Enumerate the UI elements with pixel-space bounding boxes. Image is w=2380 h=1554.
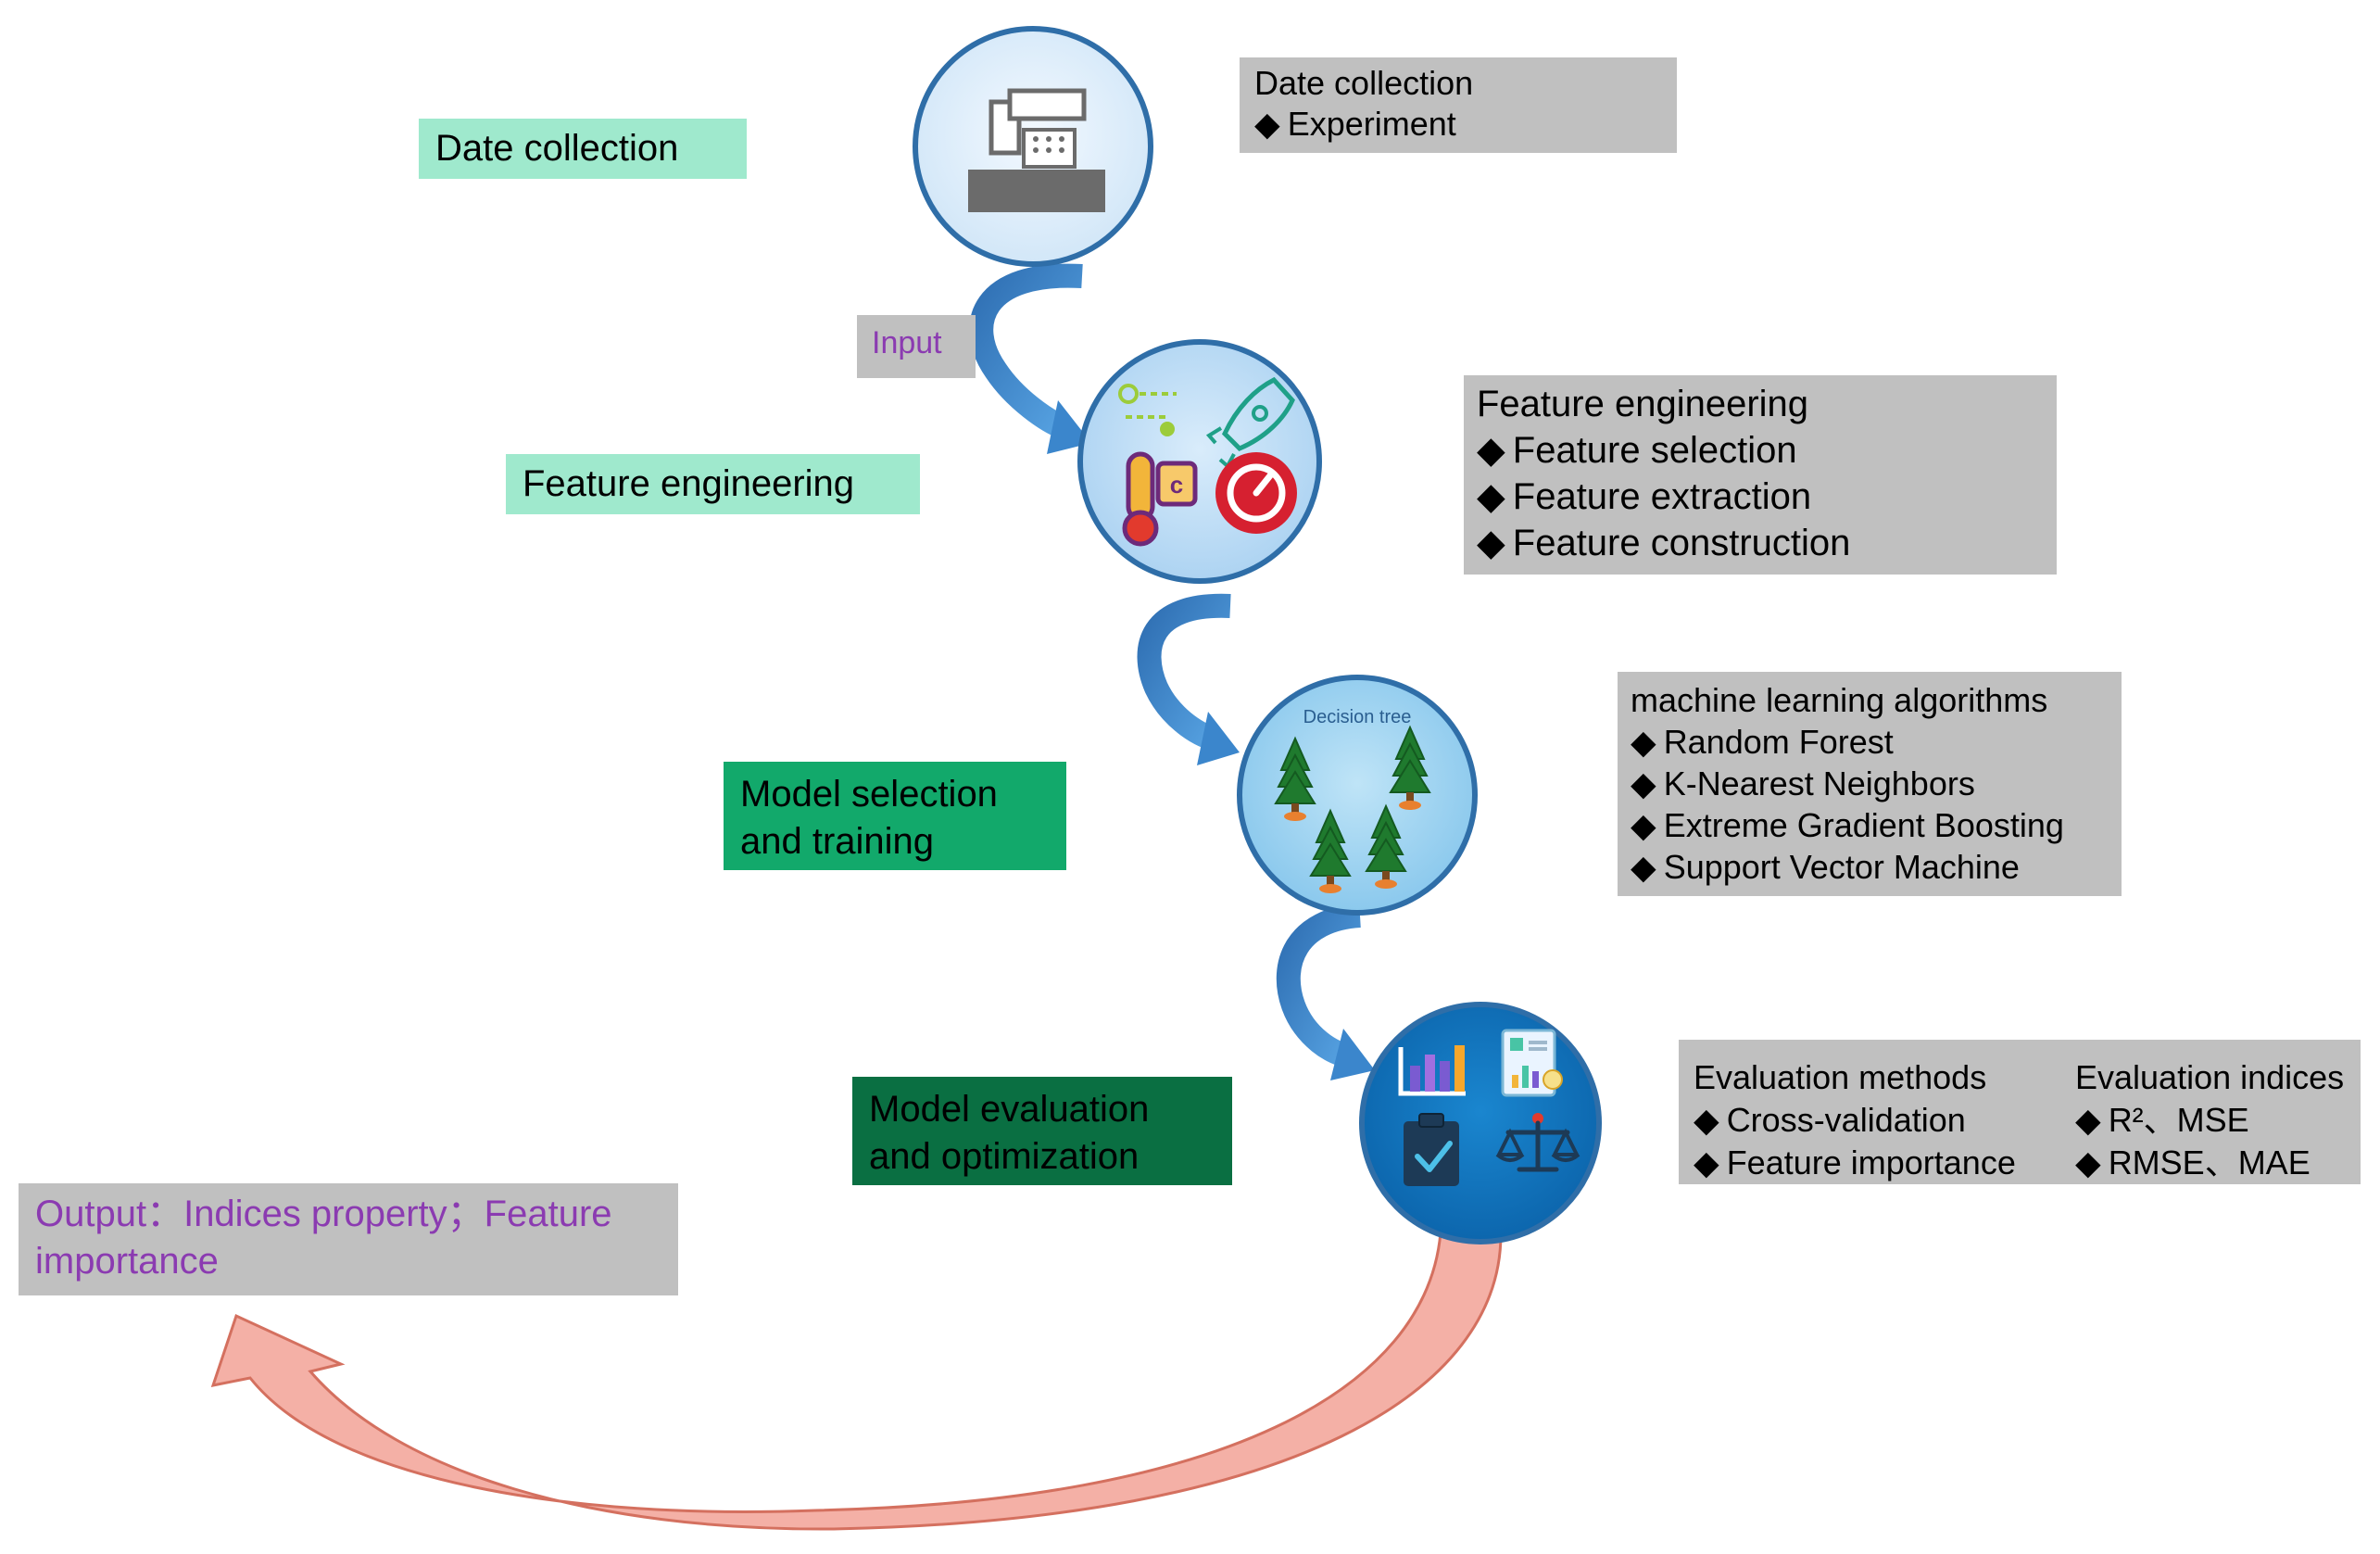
info-box-item: ◆Experiment — [1254, 104, 1677, 145]
circle-feature-engineering: c — [1077, 339, 1322, 584]
output-tag: Output：Indices property；Feature importan… — [19, 1183, 678, 1295]
info-box-item: ◆RMSE、MAE — [2075, 1142, 2344, 1184]
info-box-title: machine learning algorithms — [1631, 681, 2048, 719]
diamond-bullet-icon: ◆ — [1694, 1143, 1719, 1181]
pine-tree-icon — [1309, 808, 1352, 893]
info-box-evaluation: Evaluation methods ◆Cross-validation ◆Fe… — [1679, 1040, 2361, 1184]
output-arrow — [210, 1231, 1503, 1531]
diamond-bullet-icon: ◆ — [2075, 1143, 2101, 1181]
info-box-item-text: Feature construction — [1512, 523, 1851, 563]
diamond-bullet-icon: ◆ — [1631, 848, 1656, 886]
info-box-item-text: Support Vector Machine — [1663, 848, 2020, 886]
pine-tree-icon — [1274, 736, 1316, 821]
info-box-item: ◆Extreme Gradient Boosting — [1631, 804, 2122, 846]
info-box-item-text: Random Forest — [1663, 723, 1894, 761]
info-box-item: ◆Feature construction — [1477, 520, 2057, 566]
info-box-item: ◆Random Forest — [1631, 721, 2122, 763]
diamond-bullet-icon: ◆ — [1631, 723, 1656, 761]
pine-tree-icon — [1389, 725, 1431, 810]
evaluation-indices-title: Evaluation indices — [2075, 1058, 2345, 1096]
stage-label-feature-engineering: Feature engineering — [506, 454, 920, 514]
info-box-item: ◆Cross-validation — [1694, 1099, 2016, 1142]
info-box-item: ◆Feature selection — [1477, 427, 2057, 474]
diamond-bullet-icon: ◆ — [1694, 1101, 1719, 1139]
info-box-title: Date collection — [1254, 64, 1474, 102]
circle-data-collection — [913, 26, 1153, 267]
info-box-title: Feature engineering — [1477, 384, 1809, 424]
diamond-bullet-icon: ◆ — [1477, 430, 1505, 471]
diamond-bullet-icon: ◆ — [1477, 476, 1505, 517]
circle-model-evaluation — [1359, 1002, 1602, 1244]
bar-chart-icon — [1398, 1045, 1466, 1096]
gauge-icon — [1215, 452, 1297, 534]
stage-label-data-collection: Date collection — [419, 119, 747, 179]
info-box-item-text: Feature extraction — [1512, 476, 1812, 517]
info-box-item-text: Feature selection — [1512, 430, 1797, 471]
info-box-item-text: Extreme Gradient Boosting — [1663, 806, 2064, 844]
svg-text:c: c — [1170, 471, 1183, 499]
path-route-icon — [1118, 384, 1177, 436]
info-box-item-text: RMSE、MAE — [2108, 1143, 2311, 1181]
info-box-ml-algorithms: machine learning algorithms ◆Random Fore… — [1618, 672, 2122, 896]
evaluation-methods-column: Evaluation methods ◆Cross-validation ◆Fe… — [1694, 1056, 2016, 1184]
info-box-item: ◆Support Vector Machine — [1631, 846, 2122, 888]
diamond-bullet-icon: ◆ — [2075, 1101, 2101, 1139]
info-box-item: ◆K-Nearest Neighbors — [1631, 763, 2122, 804]
connector-arrow-2 — [1137, 593, 1240, 765]
stage-label-line-1: Model selection — [740, 774, 998, 815]
balance-scale-icon — [1495, 1113, 1580, 1172]
diamond-bullet-icon: ◆ — [1631, 806, 1656, 844]
diamond-bullet-icon: ◆ — [1254, 105, 1280, 143]
output-tag-line-1: Output：Indices property；Feature — [35, 1194, 612, 1234]
info-box-item: ◆R²、MSE — [2075, 1099, 2344, 1142]
stage-label-model-evaluation: Model evaluation and optimization — [852, 1077, 1232, 1185]
report-icon — [1501, 1029, 1563, 1097]
info-box-data-collection: Date collection ◆Experiment — [1240, 57, 1677, 153]
pine-tree-icon — [1365, 803, 1407, 889]
evaluation-methods-title: Evaluation methods — [1694, 1058, 1987, 1096]
stage-label-line-2: and optimization — [869, 1136, 1140, 1177]
info-box-item: ◆Feature importance — [1694, 1142, 2016, 1184]
info-box-item-text: Experiment — [1287, 105, 1456, 143]
info-box-item-text: R²、MSE — [2108, 1101, 2249, 1139]
diamond-bullet-icon: ◆ — [1477, 523, 1505, 563]
info-box-item: ◆Feature extraction — [1477, 474, 2057, 520]
stage-label-line-2: and training — [740, 821, 935, 862]
info-box-feature-engineering: Feature engineering ◆Feature selection ◆… — [1464, 375, 2057, 575]
stage-label-text: Date collection — [435, 128, 679, 169]
input-tag: Input — [857, 315, 976, 378]
output-tag-line-2: importance — [35, 1241, 219, 1282]
input-tag-text: Input — [872, 325, 942, 360]
tree-group — [1274, 725, 1431, 893]
stage-label-line-1: Model evaluation — [869, 1089, 1150, 1130]
connector-arrow-1 — [969, 263, 1091, 454]
decision-tree-caption: Decision tree — [1303, 707, 1412, 727]
info-box-item-text: Cross-validation — [1726, 1101, 1966, 1139]
evaluation-indices-column: Evaluation indices ◆R²、MSE ◆RMSE、MAE — [2075, 1056, 2344, 1184]
thermometer-icon: c — [1122, 451, 1198, 547]
info-box-item-text: K-Nearest Neighbors — [1663, 764, 1975, 802]
diamond-bullet-icon: ◆ — [1631, 764, 1656, 802]
stage-label-model-selection: Model selection and training — [724, 762, 1066, 870]
circle-model-selection: Decision tree — [1237, 675, 1478, 916]
stage-label-text: Feature engineering — [523, 463, 855, 504]
connector-arrow-3 — [1276, 903, 1375, 1080]
cash-register-icon — [968, 88, 1105, 212]
clipboard-check-icon — [1404, 1113, 1459, 1186]
info-box-item-text: Feature importance — [1726, 1143, 2016, 1181]
